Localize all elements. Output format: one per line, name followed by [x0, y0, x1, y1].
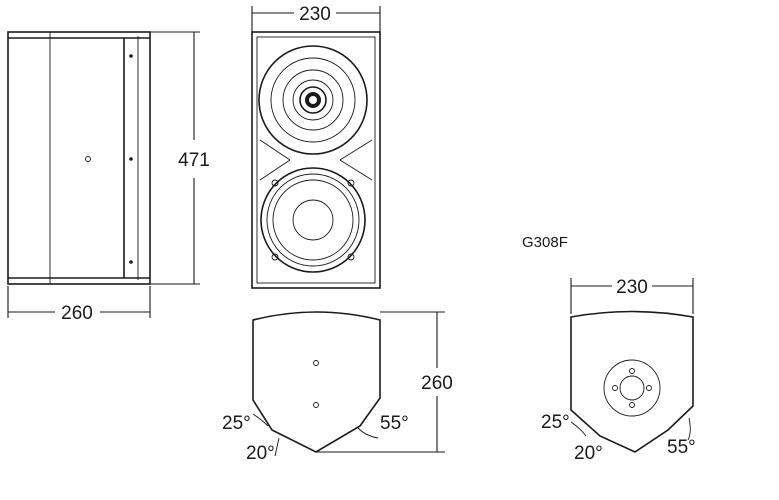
top-angle-55: 55° [380, 413, 409, 434]
horn-icon [258, 45, 368, 155]
top-view: 260 25° 20° 55° [222, 311, 453, 464]
side-depth-dimension: 260 [61, 303, 93, 324]
bottom-angle-20: 20° [574, 443, 603, 464]
front-width-dimension: 230 [299, 4, 331, 25]
woofer-icon [260, 167, 366, 273]
front-view: 230 [251, 4, 381, 289]
model-label: G308F [522, 234, 568, 251]
side-height-dimension: 471 [178, 150, 210, 171]
side-view: 471 260 [7, 31, 210, 324]
top-depth-dimension: 260 [421, 373, 453, 394]
top-angle-20: 20° [246, 443, 275, 464]
mount-plate-icon [603, 359, 661, 417]
bottom-view: 230 25° 20° 55° [541, 277, 696, 464]
top-screw-icon [313, 360, 319, 366]
bottom-angle-55: 55° [667, 437, 696, 458]
bottom-angle-25: 25° [541, 412, 570, 433]
top-angle-25: 25° [222, 413, 251, 434]
side-screw-icon [85, 156, 91, 162]
bottom-width-dimension: 230 [616, 277, 648, 298]
